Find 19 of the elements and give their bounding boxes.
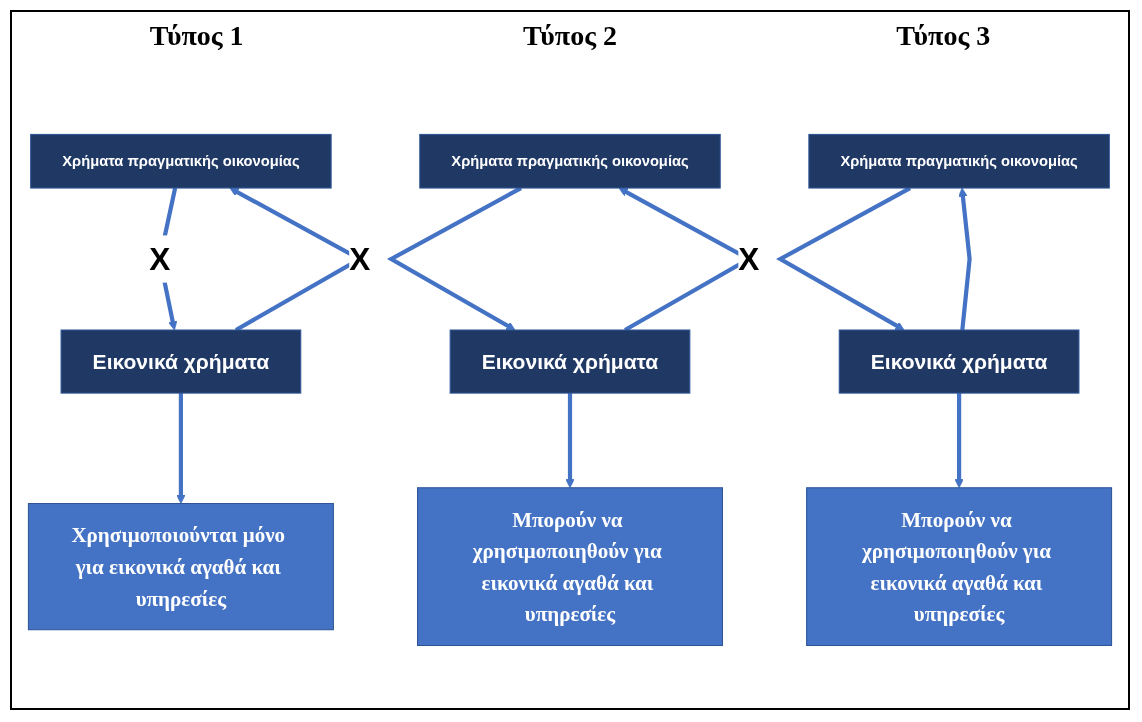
arrow bbox=[954, 393, 964, 489]
edge-label: X bbox=[738, 241, 760, 277]
arrow bbox=[176, 393, 186, 504]
column-heading: Τύπος 2 bbox=[523, 20, 617, 52]
node-box: Εικονικά χρήματα bbox=[838, 329, 1080, 394]
node-box: Χρήματα πραγματικής οικονομίας bbox=[419, 133, 721, 189]
column-heading: Τύπος 1 bbox=[149, 20, 244, 52]
arrow bbox=[958, 187, 972, 331]
edge-label: X bbox=[149, 241, 171, 277]
node-box: Μπορούν να χρησιμοποιηθούν για εικονικά αγαθά και υπηρεσίες bbox=[417, 487, 723, 647]
node-box: Εικονικά χρήματα bbox=[60, 329, 302, 394]
node-box: Χρησιμοποιούνται μόνο για εικονικά αγαθά και υπηρεσίες bbox=[27, 503, 334, 631]
node-box: Χρήματα πραγματικής οικονομίας bbox=[30, 133, 332, 189]
arrow bbox=[565, 393, 575, 489]
node-box: Χρήματα πραγματικής οικονομίας bbox=[808, 133, 1110, 189]
node-box: Εικονικά χρήματα bbox=[449, 329, 691, 394]
edge-label: X bbox=[349, 241, 371, 277]
column-heading: Τύπος 3 bbox=[896, 20, 991, 52]
node-box: Μπορούν να χρησιμοποιηθούν για εικονικά αγαθά και υπηρεσίες bbox=[806, 487, 1113, 647]
